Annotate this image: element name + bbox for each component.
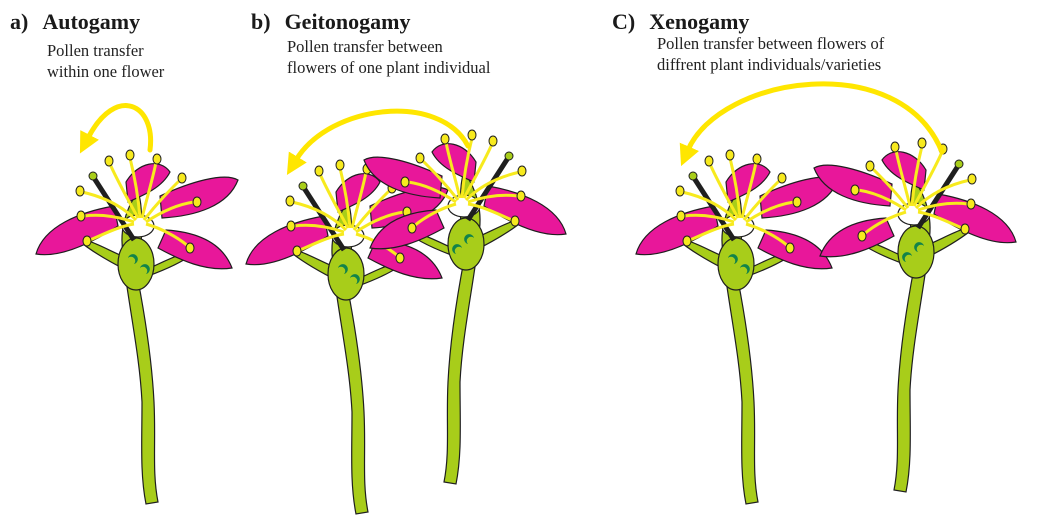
arrow-c-icon <box>679 81 945 167</box>
panel-b-desc-line-1: Pollen transfer between <box>287 37 443 56</box>
panel-c-desc-line-2: diffrent plant individuals/varieties <box>657 55 882 74</box>
panel-a-title: Autogamy <box>42 9 141 34</box>
panel-c-title: Xenogamy <box>649 9 750 34</box>
panel-c-letter: C) <box>612 9 636 34</box>
panel-a-desc-line-1: Pollen transfer <box>47 41 144 60</box>
flower-c-left <box>636 150 838 504</box>
arrow-b-icon <box>286 108 471 175</box>
flower-c-right <box>814 138 1016 492</box>
panel-a-description: Pollen transfer within one flower <box>47 40 164 82</box>
panel-b-title: Geitonogamy <box>284 9 411 34</box>
panel-b-description: Pollen transfer between flowers of one p… <box>287 36 490 78</box>
panel-a-desc-line-2: within one flower <box>47 62 165 81</box>
panel-b-letter: b) <box>251 9 271 34</box>
flower-a <box>36 150 238 504</box>
panel-a-letter: a) <box>10 9 29 34</box>
flower-b-right <box>364 130 566 484</box>
panel-c-description: Pollen transfer between flowers of diffr… <box>657 33 884 75</box>
panel-c-desc-line-1: Pollen transfer between flowers of <box>657 34 885 53</box>
panel-b-heading: b) Geitonogamy <box>251 9 410 35</box>
panel-c-heading: C) Xenogamy <box>612 9 749 35</box>
arrow-a-icon <box>79 103 154 154</box>
panel-b-desc-line-2: flowers of one plant individual <box>287 58 491 77</box>
panel-a-heading: a) Autogamy <box>10 9 140 35</box>
